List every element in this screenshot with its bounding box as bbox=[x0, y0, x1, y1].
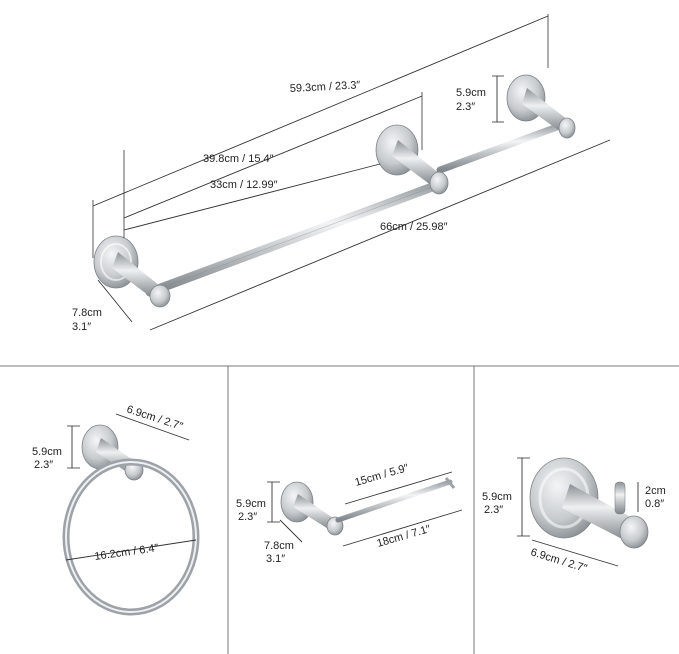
towel-bar-dimensions: 59.3cm / 23.3″ 39.8cm / 15.4″ 33cm / 12.… bbox=[72, 14, 611, 333]
towel-bar-left-bracket bbox=[93, 235, 171, 308]
ring-base-width: 6.9cm / 2.7″ bbox=[125, 403, 184, 432]
hook-base-width: 6.9cm / 2.7″ bbox=[529, 546, 588, 575]
robe-hook-illustration bbox=[529, 457, 649, 549]
long-bar-length-label: 66cm / 25.98″ bbox=[380, 221, 448, 233]
overall-length-label: 59.3cm / 23.3″ bbox=[290, 79, 361, 95]
paper-mount-height-cm: 5.9cm bbox=[236, 498, 266, 510]
towel-bar-illustration bbox=[93, 74, 576, 308]
hook-mount-height-cm: 5.9cm bbox=[482, 491, 512, 503]
paper-base-depth-in: 3.1″ bbox=[266, 553, 285, 565]
towel-ring-dimensions: 5.9cm 2.3″ 6.9cm / 2.7″ 16.2cm / 6.4″ bbox=[32, 403, 197, 563]
towel-ring-illustration bbox=[62, 424, 200, 616]
towel-bar-middle-bracket bbox=[375, 124, 449, 195]
paper-holder-dimensions: 5.9cm 2.3″ 15cm / 5.9″ 18cm / 7.1″ 7.8cm… bbox=[236, 462, 463, 565]
towel-bar-right-bracket bbox=[506, 74, 576, 139]
paper-base-depth-cm: 7.8cm bbox=[264, 540, 294, 552]
paper-holder-illustration bbox=[280, 477, 456, 536]
paper-mount-height-in: 2.3″ bbox=[238, 511, 257, 523]
base-diameter-cm-label: 7.8cm bbox=[72, 307, 102, 319]
hook-length-in: 0.8″ bbox=[645, 498, 664, 510]
paper-rod-length: 15cm / 5.9″ bbox=[354, 462, 411, 489]
ring-mount-height-in: 2.3″ bbox=[34, 459, 53, 471]
short-bar-length-label: 33cm / 12.99″ bbox=[210, 179, 278, 191]
ring-mount-height-cm: 5.9cm bbox=[32, 446, 62, 458]
mount-height-in-label: 2.3″ bbox=[456, 101, 475, 113]
short-span-label: 39.8cm / 15.4″ bbox=[203, 153, 274, 165]
ring-diameter: 16.2cm / 6.4″ bbox=[94, 542, 160, 563]
base-diameter-in-label: 3.1″ bbox=[72, 321, 91, 333]
hook-mount-height-in: 2.3″ bbox=[484, 504, 503, 516]
mount-height-cm-label: 5.9cm bbox=[456, 87, 486, 99]
paper-total-length: 18cm / 7.1″ bbox=[376, 523, 433, 550]
hook-length-cm: 2cm bbox=[645, 485, 666, 497]
